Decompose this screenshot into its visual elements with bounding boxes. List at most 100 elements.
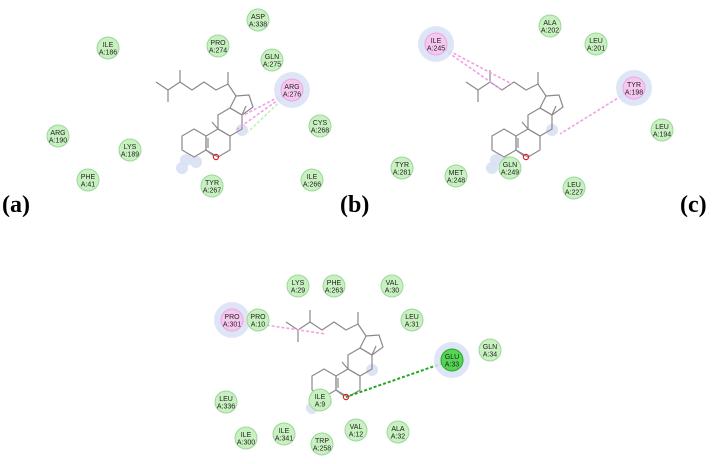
residue-gln275-number: A:275 [263,62,281,69]
residue-leu201-number: A:201 [587,46,605,53]
residue-leu31-name: LEU [405,314,419,321]
ligand-b-side-chain [465,81,547,97]
residue-lys189-disc [118,138,142,162]
residue-tyr267-disc [200,174,224,198]
residue-ile186-number: A:186 [99,50,117,57]
residue-leu227-number: A:227 [565,190,583,197]
residue-trp258-number: A:258 [313,446,331,453]
ligand-a-ringA [181,128,207,158]
ligand-structures [155,70,564,414]
residue-leu194-disc [650,118,674,142]
ligand-b-halo-1 [486,162,498,174]
ligand-a-halo-2 [236,124,248,136]
residue-met248-number: A:248 [447,178,465,185]
residue-lys29-number: A:29 [291,288,306,295]
residue-val12-name: VAL [350,424,363,431]
residue-glu33-disc [440,348,464,372]
panel-label-c: (c) [680,192,707,218]
ligand-a [155,70,254,174]
residue-met248-name: MET [449,170,465,177]
residue-ile300-disc [234,426,258,450]
residue-leu227-name: LEU [567,182,581,189]
residue-val30-number: A:30 [385,288,400,295]
residue-pro10-name: PRO [250,314,266,321]
residue-lys189-number: A:189 [121,152,139,159]
residue-asp338-number: A:338 [249,22,267,29]
residue-arg276-number: A:276 [283,92,301,99]
residue-leu31-disc [400,308,424,332]
residue-pro274-name: PRO [210,40,226,47]
ligand-c-ringD [359,334,384,356]
panel-labels: (a) (b) (c) [2,192,707,218]
residue-pro301-number: A:301 [223,322,241,329]
residue-phe41-number: A:41 [81,182,96,189]
residue-arg276-name: ARG [284,84,299,91]
residue-ile266-name: ILE [307,174,318,181]
residue-pro301-name: PRO [224,314,240,321]
residue-ile300-number: A:300 [237,440,255,447]
residue-met248-disc [444,164,468,188]
residue-tyr267-name: TYR [205,180,219,187]
residue-tyr198-disc [622,76,646,100]
residue-pro274-number: A:274 [209,48,227,55]
residue-ile9-number: A:9 [315,402,326,409]
residue-ile186-name: ILE [103,42,114,49]
residue-gln275-name: GLN [265,54,279,61]
residue-lys189-name: LYS [124,144,137,151]
residue-pro10-number: A:10 [251,322,266,329]
residue-glu33-name: GLU [445,354,459,361]
residue-glu33-number: A:33 [445,362,460,369]
ligand-a-halo-3 [190,156,202,168]
residue-cys268-number: A:268 [311,128,329,135]
residue-asp338-disc [246,8,270,32]
residue-gln34-disc [478,338,502,362]
residue-ala202-name: ALA [543,20,557,27]
residue-pro274-disc [206,34,230,58]
ligand-b-methyl-1 [521,121,529,130]
residue-trp258-disc [310,432,334,456]
residue-ala202-disc [538,14,562,38]
residue-arg276-disc [280,78,304,102]
ligand-c-halo-2 [366,364,378,376]
residue-gln34-name: GLN [483,344,497,351]
ligand-a-c-o-bond [205,149,215,157]
ligand-a-halo-1 [176,162,188,174]
residue-tyr281-number: A:281 [393,170,411,177]
residue-tyr281-name: TYR [395,162,409,169]
residue-ala32-number: A:32 [391,434,406,441]
residue-leu227-disc [562,176,586,200]
residue-val12-number: A:12 [349,432,364,439]
ligand-c-methyl-1 [341,361,349,370]
residue-leu201-name: LEU [589,38,603,45]
residue-phe263-number: A:263 [325,288,343,295]
residue-discs: ILEA:186PROA:274ASPA:338GLNA:275ARGA:276… [46,8,674,456]
residue-gln34-number: A:34 [483,352,498,359]
residue-ile186-disc [96,36,120,60]
residue-arg190-name: ARG [50,130,65,137]
residue-ile245-name: ILE [431,38,442,45]
residue-leu194-number: A:194 [653,132,671,139]
residue-ile266-disc [300,168,324,192]
residue-leu336-disc [214,390,238,414]
residue-phe41-disc [76,168,100,192]
ligand-b-halo-2 [546,124,558,136]
residue-ile300-name: ILE [241,432,252,439]
ligand-a-ringD [229,94,254,116]
alkyl-line-tyr198 [559,87,635,135]
panel-label-b: (b) [340,192,369,218]
